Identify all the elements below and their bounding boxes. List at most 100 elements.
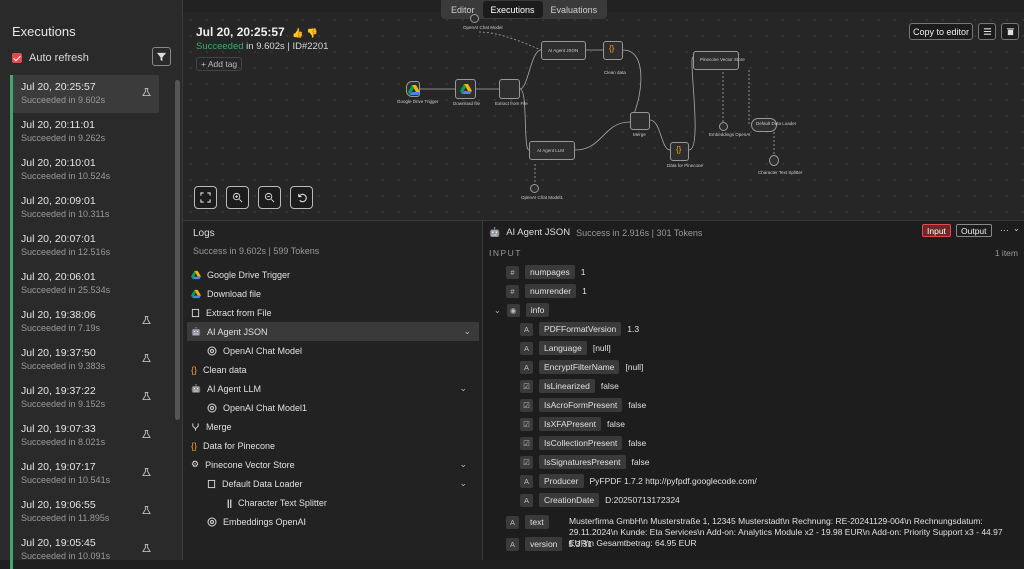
- log-row[interactable]: OpenAI Chat Model1: [207, 398, 475, 417]
- execution-date: Jul 20, 20:07:01: [21, 233, 96, 245]
- type-icon: #: [506, 265, 519, 279]
- delete-button[interactable]: [1001, 23, 1019, 40]
- flask-icon[interactable]: [142, 87, 151, 97]
- node-ai-agent-json[interactable]: AI Agent JSON: [541, 41, 586, 60]
- chevron-down-icon[interactable]: ⌄: [459, 383, 467, 393]
- node-openai-chat-model[interactable]: [470, 14, 479, 23]
- execution-item[interactable]: Jul 20, 19:06:55 Succeeded in 11.895s: [10, 493, 159, 531]
- log-row[interactable]: ||Character Text Splitter: [227, 493, 475, 512]
- node-ai-agent-llm[interactable]: AI Agent LLM: [529, 141, 575, 160]
- chevron-down-icon[interactable]: ⌄: [494, 305, 501, 315]
- field-row[interactable]: ⌄◉info: [494, 303, 555, 317]
- log-row[interactable]: Default Data Loader⌄: [207, 474, 475, 493]
- log-row[interactable]: {}Clean data: [191, 360, 475, 379]
- node-label: Clean data: [604, 70, 626, 75]
- node-download-file[interactable]: [455, 79, 476, 99]
- execution-item[interactable]: Jul 20, 19:07:33 Succeeded in 8.021s: [10, 417, 159, 455]
- input-toggle-button[interactable]: Input: [922, 224, 951, 237]
- auto-refresh-toggle[interactable]: Auto refresh: [12, 52, 89, 64]
- node-google-drive-trigger[interactable]: [406, 81, 420, 97]
- field-key: CreationDate: [539, 493, 600, 507]
- log-row[interactable]: Google Drive Trigger: [191, 265, 475, 284]
- flask-icon[interactable]: [142, 467, 151, 477]
- zoom-in-button[interactable]: [226, 186, 249, 209]
- flask-icon[interactable]: [142, 315, 151, 325]
- code-braces-icon: {}: [609, 44, 615, 53]
- log-row[interactable]: Download file: [191, 284, 475, 303]
- add-tag-button[interactable]: + Add tag: [196, 57, 243, 71]
- tab-evaluations[interactable]: Evaluations: [550, 5, 598, 15]
- node-pinecone-vector-store[interactable]: Pinecone Vector Store: [693, 51, 745, 70]
- node-character-text-splitter[interactable]: [769, 155, 779, 166]
- chevron-down-icon[interactable]: ⌄: [459, 459, 467, 469]
- tab-executions[interactable]: Executions: [482, 1, 543, 18]
- thumbs-up-icon[interactable]: 👍: [292, 28, 304, 38]
- chevron-down-icon[interactable]: ⌄: [463, 326, 471, 336]
- execution-item[interactable]: Jul 20, 20:09:01 Succeeded in 10.311s: [10, 189, 159, 227]
- node-extract-from-file[interactable]: [499, 79, 520, 99]
- type-icon: A: [506, 537, 519, 551]
- execution-item[interactable]: Jul 20, 20:06:01 Succeeded in 25.534s: [10, 265, 159, 303]
- execution-item[interactable]: Jul 20, 20:11:01 Succeeded in 9.262s: [10, 113, 159, 151]
- execution-item[interactable]: Jul 20, 19:05:45 Succeeded in 10.091s: [10, 531, 159, 569]
- log-row[interactable]: 🤖AI Agent JSON⌄: [187, 322, 479, 341]
- file-icon: [207, 479, 216, 488]
- thumbs-down-icon[interactable]: 👎: [306, 28, 318, 38]
- execution-item[interactable]: Jul 20, 20:07:01 Succeeded in 12.516s: [10, 227, 159, 265]
- execution-item[interactable]: Jul 20, 19:37:50 Succeeded in 9.383s: [10, 341, 159, 379]
- list-view-button[interactable]: [978, 23, 996, 40]
- node-merge[interactable]: [630, 112, 650, 130]
- node-openai-chat-model1[interactable]: [530, 184, 539, 193]
- node-embeddings-openai[interactable]: [719, 122, 728, 131]
- fit-view-button[interactable]: [194, 186, 217, 209]
- log-row[interactable]: OpenAI Chat Model: [207, 341, 475, 360]
- filter-button[interactable]: [152, 47, 171, 66]
- copy-to-editor-button[interactable]: Copy to editor: [909, 23, 973, 40]
- log-row[interactable]: ⚙Pinecone Vector Store⌄: [191, 455, 475, 474]
- node-clean-data[interactable]: {}: [603, 41, 623, 60]
- execution-item[interactable]: Jul 20, 19:37:22 Succeeded in 9.152s: [10, 379, 159, 417]
- sidebar-scrollbar[interactable]: [175, 80, 180, 420]
- collapse-icon[interactable]: ⌄: [1013, 224, 1020, 233]
- flask-icon[interactable]: [142, 353, 151, 363]
- log-row[interactable]: {}Data for Pinecone: [191, 436, 475, 455]
- chevron-down-icon[interactable]: ⌄: [459, 478, 467, 488]
- zoom-out-button[interactable]: [258, 186, 281, 209]
- log-row[interactable]: Merge: [191, 417, 475, 436]
- execution-item[interactable]: Jul 20, 20:25:57 Succeeded in 9.602s: [10, 75, 159, 113]
- node-default-data-loader[interactable]: Default Data Loader: [751, 118, 796, 132]
- execution-item[interactable]: Jul 20, 20:10:01 Succeeded in 10.524s: [10, 151, 159, 189]
- execution-item[interactable]: Jul 20, 19:38:06 Succeeded in 7.19s: [10, 303, 159, 341]
- tab-editor[interactable]: Editor: [451, 5, 475, 15]
- output-toggle-button[interactable]: Output: [956, 224, 992, 237]
- reset-zoom-button[interactable]: [290, 186, 313, 209]
- auto-refresh-checkbox[interactable]: [12, 53, 22, 63]
- split-icon: ||: [227, 497, 233, 508]
- more-options-icon[interactable]: ⋯: [1000, 225, 1009, 235]
- log-row-label: Merge: [206, 421, 232, 432]
- log-row[interactable]: Extract from File: [191, 303, 475, 322]
- log-row[interactable]: Embeddings OpenAI: [207, 512, 475, 531]
- log-row[interactable]: 🤖AI Agent LLM⌄: [191, 379, 475, 398]
- flask-icon[interactable]: [142, 543, 151, 553]
- execution-item[interactable]: Jul 20, 19:07:17 Succeeded in 10.541s: [10, 455, 159, 493]
- flask-icon[interactable]: [142, 429, 151, 439]
- flask-icon[interactable]: [142, 505, 151, 515]
- node-data-for-pinecone[interactable]: {}: [670, 142, 689, 161]
- node-label: AI Agent JSON: [548, 48, 579, 53]
- flask-icon[interactable]: [142, 391, 151, 401]
